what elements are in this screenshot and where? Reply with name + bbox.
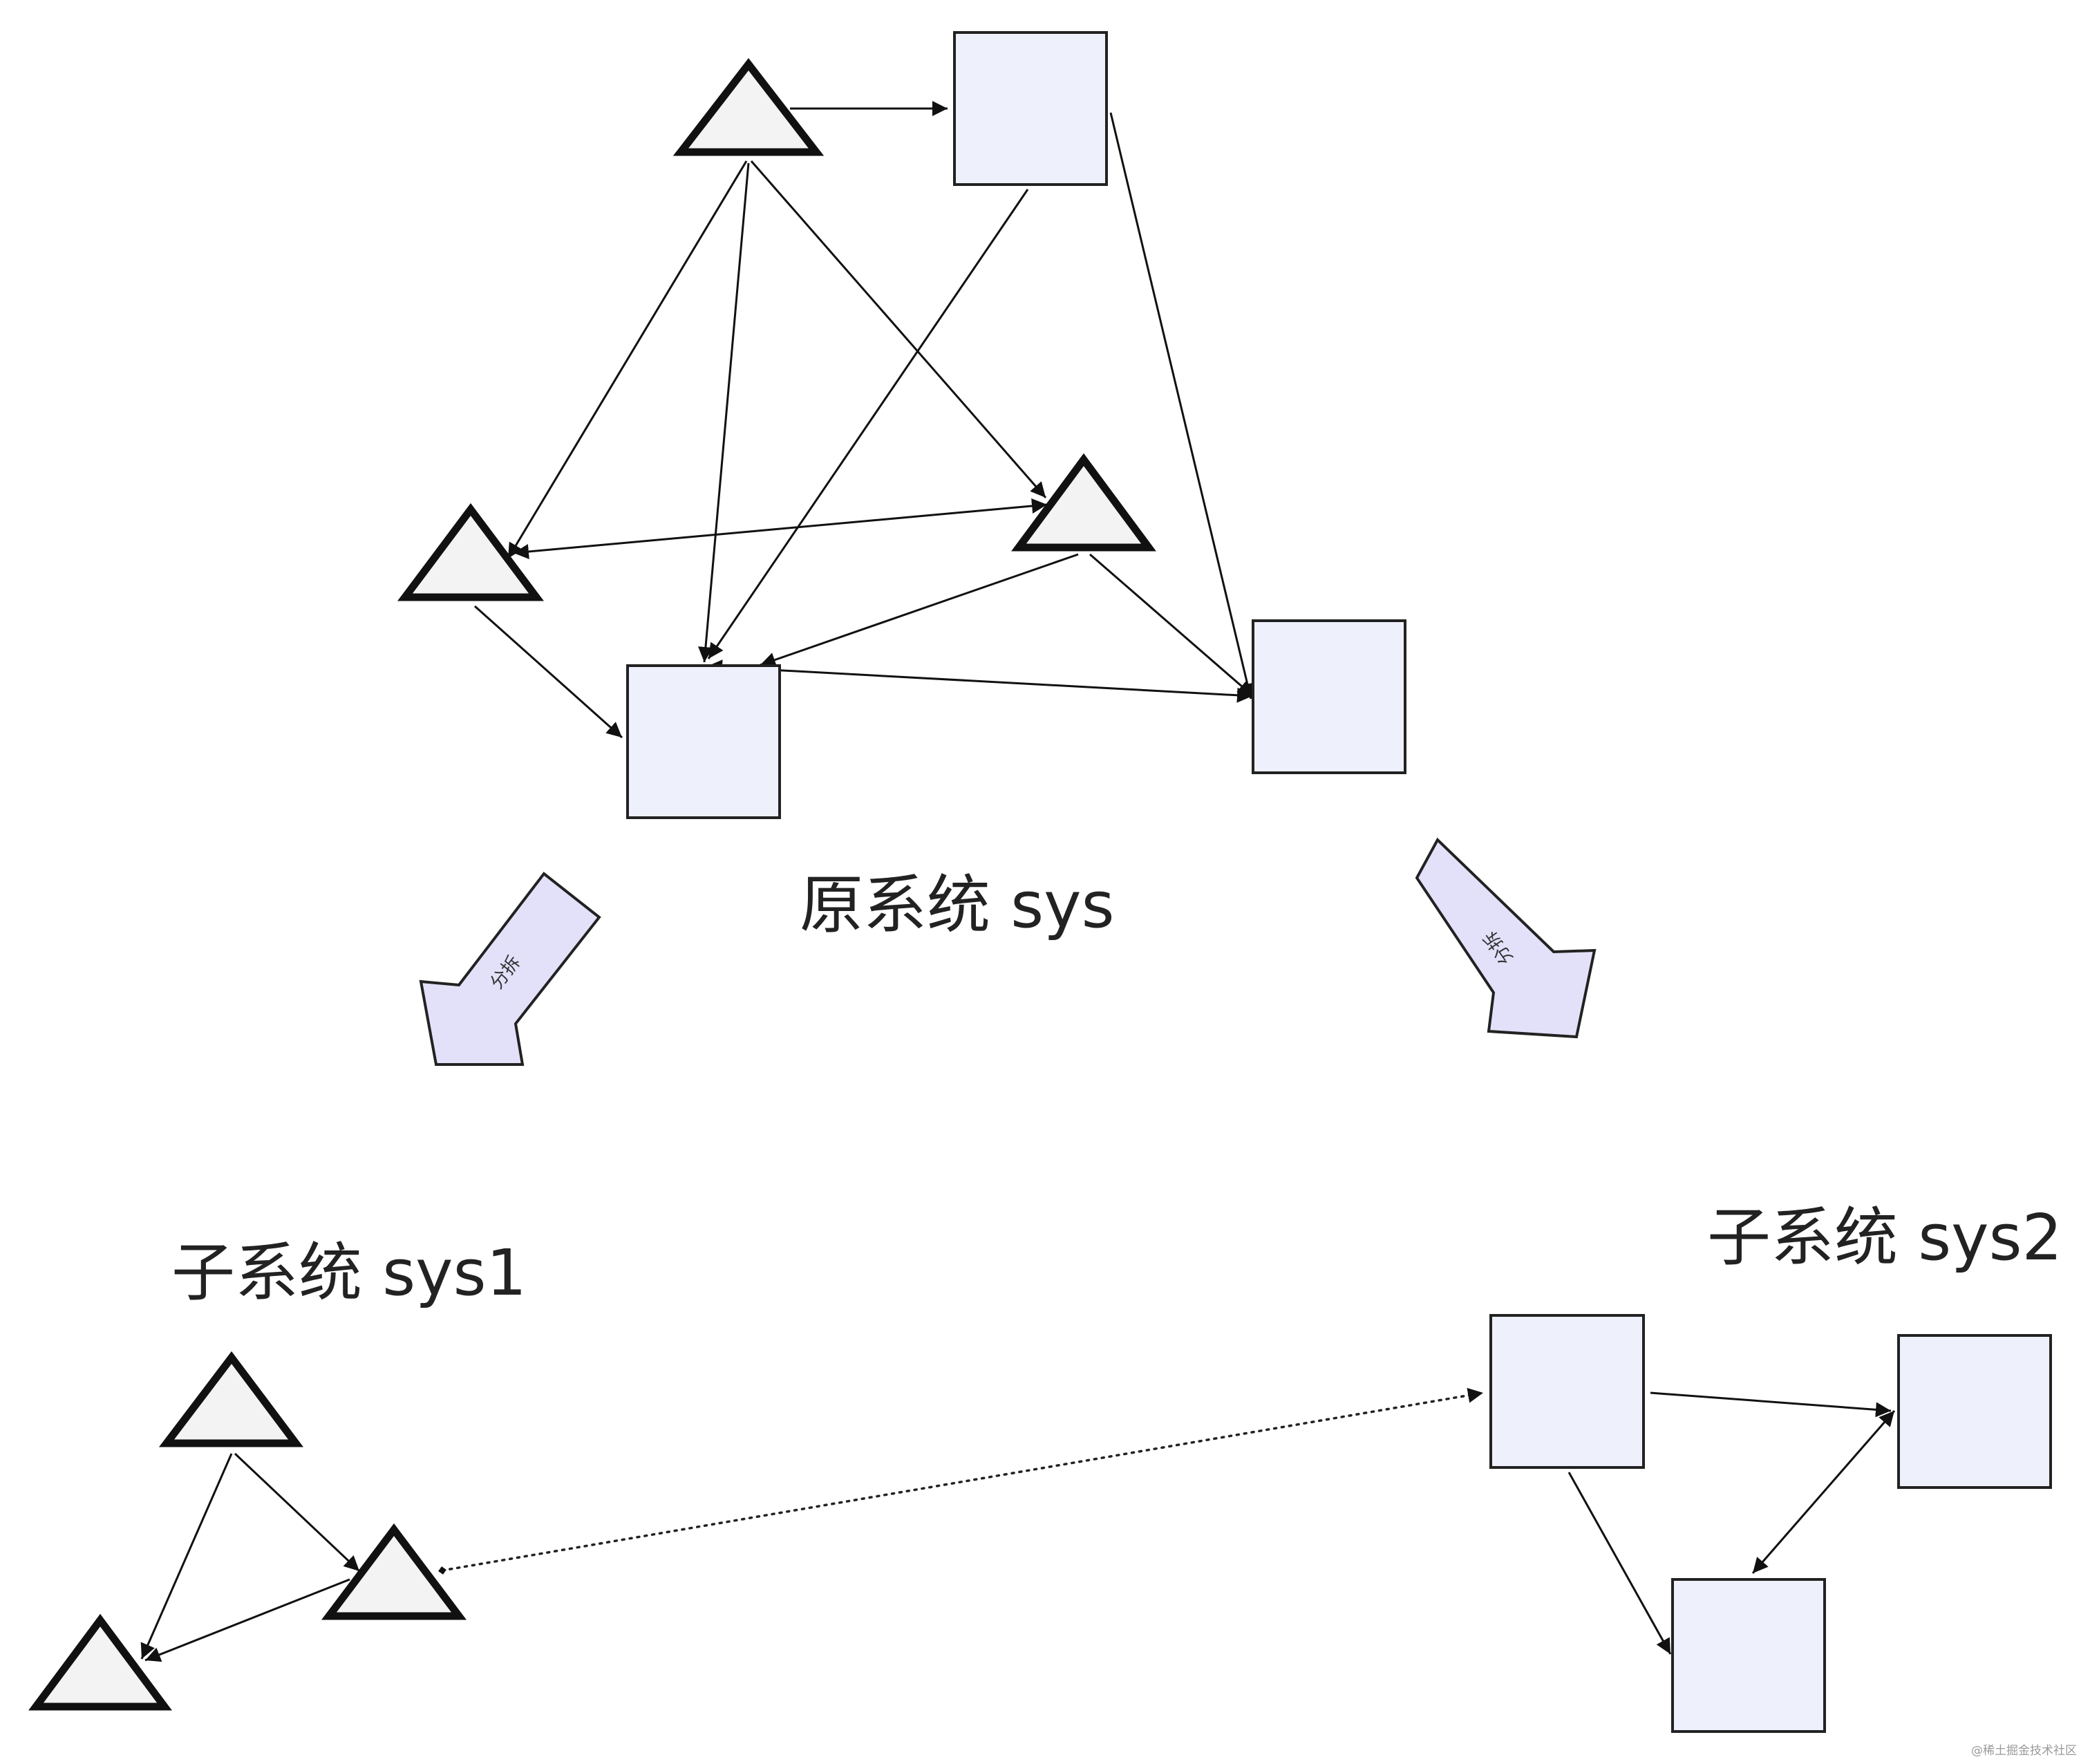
edge-s1-to-s3 — [1109, 112, 1255, 700]
square-node — [1252, 619, 1406, 774]
split-arrow-left: 分拆 — [419, 872, 601, 1066]
square-node — [1897, 1334, 2052, 1489]
edge-t1-to-t3 — [750, 160, 1047, 498]
edge-s2-to-s3-bidirectional — [706, 659, 1253, 703]
subsystem-2-title: 子系统 sys2 — [1707, 1201, 2062, 1275]
edge-sys1-top-to-bottom-left — [140, 1453, 233, 1660]
edge-t3-to-s2 — [760, 553, 1079, 668]
big-arrow-left-shape — [419, 872, 601, 1066]
triangle-node — [321, 1523, 467, 1620]
edge-sys2-left-to-right — [1650, 1391, 1892, 1418]
edge-sys2-left-to-bottom — [1568, 1472, 1672, 1655]
square-node — [1489, 1314, 1645, 1469]
split-arrow-right: 分拆 — [1415, 837, 1597, 1039]
edge-sys2-right-to-bottom-bidirectional — [1751, 1410, 1896, 1574]
edge-t3-to-t2-bidirectional — [513, 498, 1048, 559]
original-system-group: 原系统 sys — [397, 31, 1406, 942]
triangle-node — [1011, 453, 1156, 552]
triangle-node — [397, 503, 544, 601]
edge-t3-to-s3 — [1089, 553, 1254, 697]
square-node — [1671, 1578, 1826, 1733]
edge-cross-subsystem-dotted — [438, 1387, 1485, 1575]
triangle-node — [158, 1351, 303, 1447]
square-node — [953, 31, 1108, 186]
subsystem-1-title: 子系统 sys1 — [171, 1236, 527, 1310]
subsystem-1-group: 子系统 sys1 — [28, 1236, 527, 1711]
edge-t1-to-s2 — [697, 162, 750, 663]
original-system-title: 原系统 sys — [800, 868, 1115, 942]
subsystem-2-group: 子系统 sys2 — [1489, 1201, 2062, 1733]
big-arrow-right-shape — [1415, 837, 1597, 1039]
edge-t2-to-s2 — [474, 605, 623, 739]
watermark: @稀土掘金技术社区 — [1971, 1744, 2077, 1758]
square-node — [626, 664, 781, 819]
edge-s1-to-s2 — [707, 189, 1029, 659]
edge-sys1-top-to-right — [234, 1452, 361, 1573]
edge-sys1-right-to-bottom-left — [144, 1578, 350, 1662]
triangle-node — [672, 57, 825, 156]
edge-t1-to-t2 — [507, 160, 748, 559]
triangle-node — [28, 1613, 172, 1711]
